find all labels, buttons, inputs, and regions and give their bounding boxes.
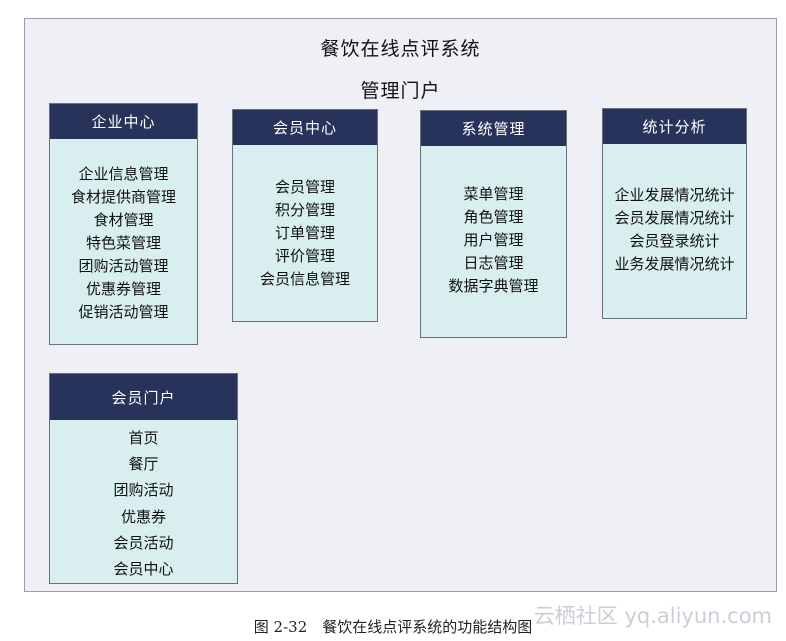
- module-item: 首页: [128, 429, 159, 447]
- module-item-list: 企业发展情况统计 会员发展情况统计 会员登录统计 业务发展情况统计: [603, 144, 746, 276]
- module-item: 食材提供商管理: [70, 188, 176, 206]
- module-item: 团购活动管理: [78, 257, 169, 275]
- module-member-center: 会员中心 会员管理 积分管理 订单管理 评价管理 会员信息管理: [232, 109, 378, 322]
- module-item: 优惠券: [120, 507, 166, 526]
- module-item: 会员发展情况统计: [614, 209, 735, 227]
- module-item: 优惠券管理: [85, 280, 161, 298]
- module-item: 食材管理: [93, 211, 154, 229]
- module-item: 积分管理: [274, 201, 335, 219]
- module-item: 会员中心: [113, 560, 174, 579]
- module-item: 会员信息管理: [259, 270, 350, 288]
- module-item-list: 首页 餐厅 团购活动 优惠券 会员活动 会员中心: [50, 420, 237, 582]
- module-item-list: 菜单管理 角色管理 用户管理 日志管理 数据字典管理: [421, 146, 566, 298]
- module-header: 会员门户: [50, 374, 237, 420]
- module-item: 评价管理: [274, 247, 335, 265]
- module-item: 数据字典管理: [448, 277, 539, 295]
- module-enterprise-center: 企业中心 企业信息管理 食材提供商管理 食材管理 特色菜管理 团购活动管理 优惠…: [49, 103, 198, 345]
- module-item: 企业发展情况统计: [614, 186, 735, 204]
- module-item: 团购活动: [113, 481, 174, 500]
- module-header: 会员中心: [233, 110, 377, 145]
- module-item: 日志管理: [463, 254, 524, 272]
- module-item: 企业信息管理: [78, 165, 169, 183]
- module-item: 特色菜管理: [85, 234, 161, 252]
- module-item-list: 企业信息管理 食材提供商管理 食材管理 特色菜管理 团购活动管理 优惠券管理 促…: [50, 139, 197, 324]
- module-item: 角色管理: [463, 208, 524, 226]
- module-item: 订单管理: [274, 224, 335, 242]
- module-item: 业务发展情况统计: [614, 255, 735, 273]
- module-statistics-analysis: 统计分析 企业发展情况统计 会员发展情况统计 会员登录统计 业务发展情况统计: [602, 108, 747, 319]
- module-item-list: 会员管理 积分管理 订单管理 评价管理 会员信息管理: [233, 145, 377, 291]
- module-item: 促销活动管理: [78, 303, 169, 321]
- module-item: 会员管理: [274, 178, 335, 196]
- module-item: 用户管理: [463, 231, 524, 249]
- module-item: 会员登录统计: [629, 232, 720, 250]
- figure-caption: 图 2-32 餐饮在线点评系统的功能结构图: [253, 618, 533, 636]
- diagram-subtitle: 管理门户: [360, 80, 441, 102]
- module-item: 餐厅: [128, 455, 159, 474]
- module-item: 菜单管理: [463, 185, 524, 203]
- module-header: 统计分析: [603, 109, 746, 144]
- diagram-title: 餐饮在线点评系统: [320, 38, 481, 60]
- watermark: 云栖社区 yq.aliyun.com: [533, 604, 772, 628]
- module-system-management: 系统管理 菜单管理 角色管理 用户管理 日志管理 数据字典管理: [420, 110, 567, 338]
- module-item: 会员活动: [113, 533, 174, 552]
- module-member-portal: 会员门户 首页 餐厅 团购活动 优惠券 会员活动 会员中心: [49, 373, 238, 584]
- module-header: 系统管理: [421, 111, 566, 146]
- module-header: 企业中心: [50, 104, 197, 139]
